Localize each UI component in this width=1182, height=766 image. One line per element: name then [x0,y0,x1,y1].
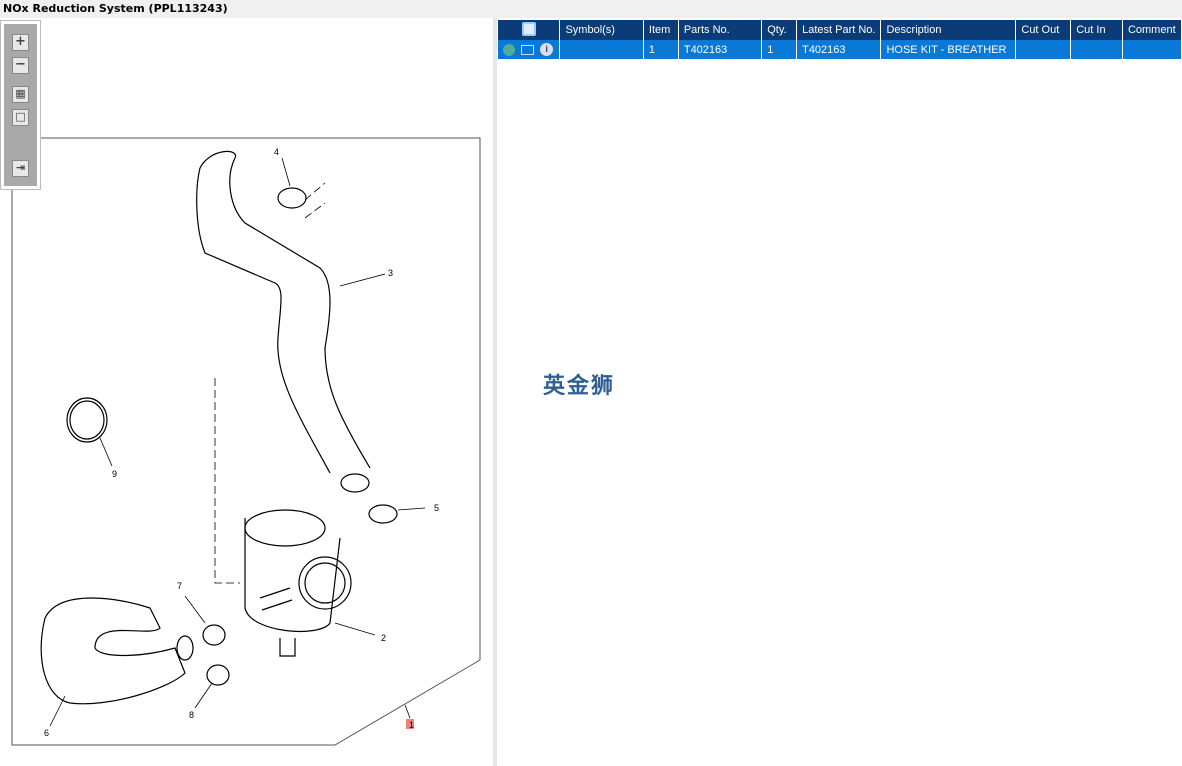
zoom-in-button[interactable]: + [12,34,29,51]
parts-list-panel: Symbol(s) Item Parts No. Qty. Latest Par… [497,18,1182,766]
cell-parts-no: T402163 [678,40,763,59]
zoom-out-button[interactable]: − [12,57,29,74]
cell-item: 1 [643,40,679,59]
callout-8[interactable]: 8 [189,710,194,720]
leader-lines [49,157,426,727]
parts-table: Symbol(s) Item Parts No. Qty. Latest Par… [498,20,1182,59]
header-search[interactable] [498,20,561,40]
cell-description: HOSE KIT - BREATHER [880,40,1017,59]
diagram-panel[interactable]: 1 2 3 4 5 6 7 8 9 + − ▦ □ ⇥ [0,18,494,766]
callout-7[interactable]: 7 [177,581,182,591]
hose-6 [40,597,194,705]
cell-comment [1122,40,1182,59]
search-icon[interactable] [521,21,536,36]
header-latest-part-no[interactable]: Latest Part No. [796,20,882,40]
callout-3[interactable]: 3 [388,268,393,278]
header-parts-no[interactable]: Parts No. [678,20,763,40]
canister-2 [244,509,352,657]
header-symbols[interactable]: Symbol(s) [559,20,644,40]
zoom-toolbar: + − ▦ □ ⇥ [0,20,41,190]
cell-latest-part-no: T402163 [796,40,882,59]
export-button[interactable]: ⇥ [12,160,29,177]
cart-icon[interactable] [521,44,535,55]
callout-5[interactable]: 5 [434,503,439,513]
cell-cut-out [1015,40,1072,59]
header-item[interactable]: Item [643,20,679,40]
callout-4[interactable]: 4 [274,147,279,157]
info-icon[interactable]: i [540,43,554,56]
callout-1[interactable]: 1 [409,720,414,730]
row-actions: i [498,40,561,59]
panel-splitter[interactable] [493,18,497,766]
callout-2[interactable]: 2 [381,633,386,643]
gear-icon[interactable] [503,43,515,56]
hose-3 [196,150,371,493]
table-header: Symbol(s) Item Parts No. Qty. Latest Par… [498,20,1182,40]
header-qty[interactable]: Qty. [761,20,798,40]
diagram-frame [11,137,481,746]
fit-window-button[interactable]: □ [12,109,29,126]
callout-6[interactable]: 6 [44,728,49,738]
cell-symbols [559,40,644,59]
callout-9[interactable]: 9 [112,469,117,479]
header-description[interactable]: Description [880,20,1017,40]
table-row[interactable]: i 1 T402163 1 T402163 HOSE KIT - BREATHE… [498,40,1182,59]
window-title: NOx Reduction System (PPL113243) [0,0,1182,18]
header-comment[interactable]: Comment [1122,20,1182,40]
header-cut-in[interactable]: Cut In [1070,20,1123,40]
header-cut-out[interactable]: Cut Out [1015,20,1072,40]
cell-qty: 1 [761,40,798,59]
fit-all-button[interactable]: ▦ [12,86,29,103]
clamps [66,187,398,686]
parts-diagram[interactable]: 1 2 3 4 5 6 7 8 9 [0,18,494,766]
watermark: 英金狮 [543,374,616,399]
cell-cut-in [1070,40,1123,59]
